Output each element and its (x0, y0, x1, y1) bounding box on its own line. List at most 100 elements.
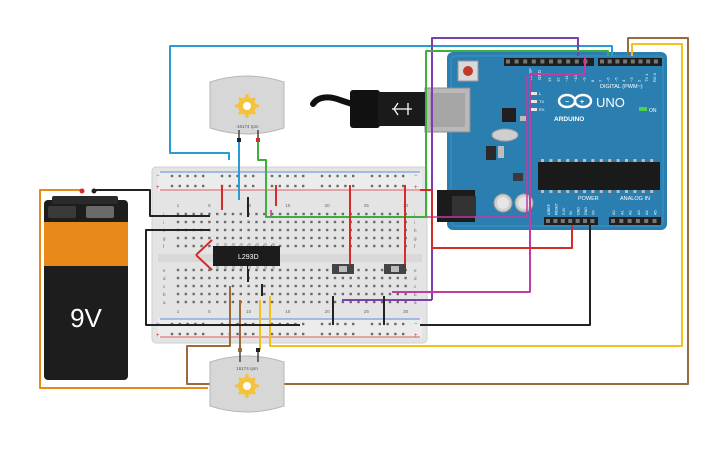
arduino-logo-icon: − + (557, 93, 593, 109)
usb-cable (310, 90, 426, 128)
column-label-top: 5 (208, 203, 211, 208)
digital-pin-label: ~6 (606, 77, 611, 82)
row-label-left: d (163, 276, 166, 281)
l-led-label: L (539, 91, 542, 96)
dc-motor-top[interactable]: -16174 rpm (209, 75, 285, 142)
svg-text:+: + (156, 333, 160, 339)
svg-text:+: + (414, 333, 418, 339)
row-label-left: i (163, 220, 164, 225)
row-label-right: g (414, 236, 417, 241)
column-label-bottom: 30 (403, 309, 409, 314)
row-label-right: e (414, 268, 417, 273)
battery-terminal-positive (86, 206, 114, 218)
column-label-bottom: 20 (325, 309, 331, 314)
svg-text:−: − (565, 99, 569, 106)
on-label: ON (649, 108, 657, 114)
power-pin-label: GND (584, 207, 588, 215)
wire-yellow (269, 43, 683, 347)
column-label-top: 20 (325, 203, 331, 208)
row-label-left: a (163, 300, 166, 305)
svg-text:+: + (580, 99, 584, 106)
digital-pin-label: 4 (621, 79, 626, 82)
battery-terminal-negative (48, 206, 76, 218)
digital-header-2 (598, 58, 662, 66)
column-label-bottom: 15 (285, 309, 291, 314)
analog-pin-label: A4 (645, 210, 649, 215)
svg-text:−: − (414, 321, 418, 327)
column-label-bottom: 10 (246, 309, 252, 314)
power-pin-label: RESET (554, 202, 558, 215)
analog-pin-labels: A0 A1 A2 A3 A4 A5 (612, 210, 658, 215)
analog-pin-label: A5 (654, 210, 658, 215)
slide-switch-2[interactable] (384, 264, 406, 274)
reset-button-cap[interactable] (463, 66, 473, 76)
wire-black-gnd (145, 229, 300, 326)
wire-black-battery (94, 189, 210, 217)
digital-label: DIGITAL (PWM~) (600, 84, 643, 90)
wire-purple (431, 37, 579, 300)
battery-label: 9V (70, 303, 102, 333)
battery-9v[interactable]: 9V (44, 188, 128, 381)
wire-blue (169, 45, 613, 160)
row-label-left: g (163, 236, 166, 241)
digital-pin-label: TX 1 (644, 73, 649, 82)
analog-pin-label: A1 (620, 210, 624, 215)
digital-pin-label: ~3 (629, 77, 634, 82)
wire-green (257, 50, 609, 218)
analog-label: ANALOG IN (620, 196, 650, 202)
column-label-bottom: 1 (177, 309, 180, 314)
column-label-top: 25 (364, 203, 370, 208)
usb-plug-housing (350, 90, 380, 128)
crystal (491, 128, 519, 142)
column-label-bottom: 5 (208, 309, 211, 314)
breadboard-jumpers (221, 185, 406, 325)
power-pin-label: 5V (569, 210, 573, 215)
wires (39, 37, 689, 389)
row-label-left: e (163, 268, 166, 273)
analog-pin-label: A3 (637, 210, 641, 215)
wire-red-5v (420, 189, 573, 249)
row-label-right: a (414, 300, 417, 305)
motor-top-gear-icon (235, 94, 259, 118)
usb-icon (392, 102, 412, 116)
row-label-right: f (414, 244, 416, 249)
tx-led-label: TX (539, 99, 544, 104)
model-label: UNO (596, 95, 625, 110)
row-label-right: c (414, 284, 417, 289)
analog-pin-label: A0 (612, 210, 616, 215)
motor-bottom-rpm: 16174 rpm (236, 366, 258, 371)
slide-switch-1[interactable] (332, 264, 354, 274)
svg-text:+: + (156, 185, 160, 191)
wire-brown (186, 37, 689, 385)
atmega-chip (538, 162, 660, 190)
power-pin-label: Vin (591, 210, 595, 215)
battery-stripe (44, 222, 128, 266)
bottom-power-rail (158, 318, 422, 338)
row-label-right: h (414, 228, 417, 233)
analog-pin-label: A2 (629, 210, 633, 215)
wire-red-jumper-2 (195, 239, 213, 256)
row-label-right: i (414, 220, 415, 225)
wire-magenta (392, 56, 586, 293)
column-label-top: 1 (177, 203, 180, 208)
power-pin-label: GND (577, 207, 581, 215)
wire-red-jumper (195, 254, 213, 271)
digital-pin-label: 8 (590, 79, 595, 82)
l293d-chip[interactable]: L293D (213, 243, 280, 269)
row-label-left: f (163, 244, 165, 249)
row-label-left: b (163, 292, 166, 297)
row-label-right: b (414, 292, 417, 297)
wire-black-arduino (420, 225, 591, 326)
center-channel (158, 254, 422, 262)
row-label-left: j (162, 212, 164, 217)
power-pin-label: IOREF (547, 203, 551, 215)
digital-pin-label: ~9 (581, 77, 586, 82)
digital-pin-label: ~10 (573, 74, 578, 82)
digital-pin-label: 2 (637, 79, 642, 82)
digital-pin-label: 13 (547, 77, 552, 82)
row-label-right: j (413, 212, 415, 217)
dc-motor-bottom[interactable]: 16174 rpm (209, 348, 285, 413)
